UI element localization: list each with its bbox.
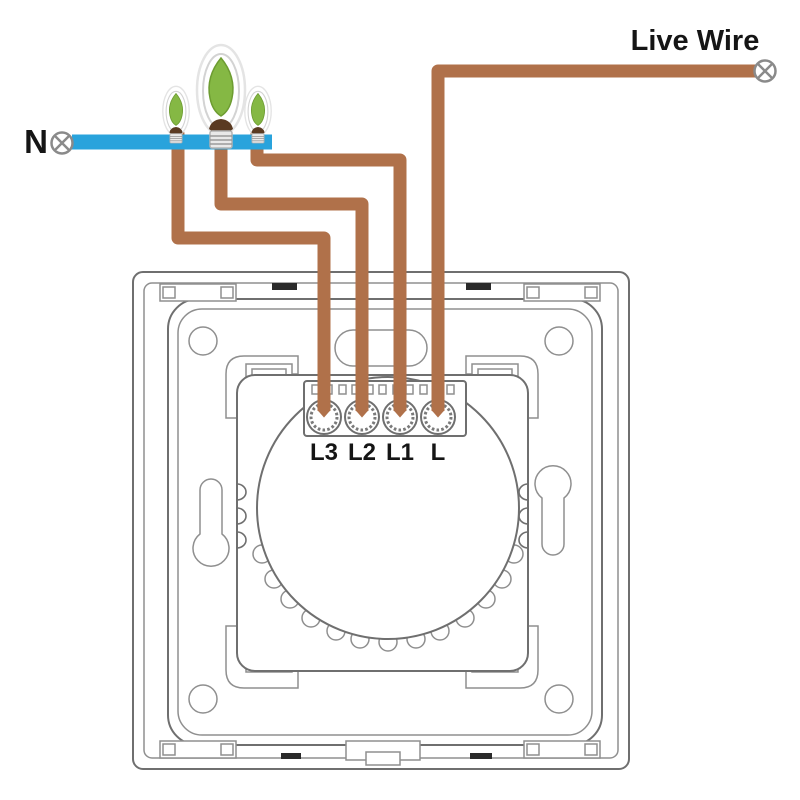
- screw-hole-bottom-left: [188, 684, 218, 714]
- screw-hole-bottom-right: [544, 684, 574, 714]
- contact-arc: [518, 531, 529, 549]
- tab-detail: [220, 286, 234, 299]
- switch-body: [132, 271, 630, 770]
- module-circle: [256, 376, 520, 640]
- tab-detail: [526, 743, 540, 756]
- comb-tooth: [419, 384, 428, 395]
- live-terminal-icon: [753, 59, 777, 83]
- tab-top-left: [159, 283, 237, 302]
- vent-dash: [470, 753, 492, 759]
- tab-top-right: [523, 283, 601, 302]
- slot-oval-top: [334, 329, 428, 367]
- keyhole-slot-left: [192, 478, 230, 567]
- wire-tip-notch: [428, 410, 448, 425]
- terminal-label-l1: L1: [386, 439, 414, 466]
- terminal-label-l2: L2: [348, 439, 376, 466]
- contact-arc: [236, 531, 247, 549]
- neutral-terminal-icon: [50, 131, 74, 155]
- live-wire-label: Live Wire: [631, 25, 760, 57]
- contact-arc: [236, 507, 247, 525]
- comb-tooth: [338, 384, 347, 395]
- screw-hole-top-left: [188, 326, 218, 356]
- neutral-label: N: [24, 123, 48, 160]
- screw-hole-top-right: [544, 326, 574, 356]
- tab-detail: [526, 286, 540, 299]
- tab-detail: [220, 743, 234, 756]
- wire-tip-notch: [390, 410, 410, 425]
- edge-tabs: [159, 283, 601, 766]
- keyhole-slot-right: [534, 465, 572, 556]
- comb-tooth: [378, 384, 387, 395]
- lamp-middle: [195, 43, 247, 150]
- contact-arc: [236, 483, 247, 501]
- contact-arc: [518, 483, 529, 501]
- tab-bottom-right: [523, 740, 601, 759]
- wire-lamp1-to-l3: [171, 127, 331, 421]
- tab-bottom-left: [159, 740, 237, 759]
- vent-dash: [466, 283, 491, 290]
- wire-tip-notch: [314, 410, 334, 425]
- contact-arc: [518, 507, 529, 525]
- tab-detail: [584, 743, 598, 756]
- terminal-label-l: L: [431, 439, 446, 466]
- vent-dash: [272, 283, 297, 290]
- wire-live-to-l: [431, 64, 777, 421]
- tab-detail: [162, 286, 176, 299]
- tab-detail: [162, 743, 176, 756]
- tab-detail: [365, 751, 401, 766]
- terminal-label-l3: L3: [310, 439, 338, 466]
- wire-lamp2-to-l2: [214, 127, 369, 421]
- wire-tips: [314, 410, 448, 425]
- comb-tooth: [405, 384, 414, 395]
- wires: [72, 64, 777, 421]
- tab-detail: [584, 286, 598, 299]
- wire-tip-notch: [352, 410, 372, 425]
- vent-dash: [281, 753, 301, 759]
- contact-springs: [236, 483, 529, 549]
- comb-tooth: [446, 384, 455, 395]
